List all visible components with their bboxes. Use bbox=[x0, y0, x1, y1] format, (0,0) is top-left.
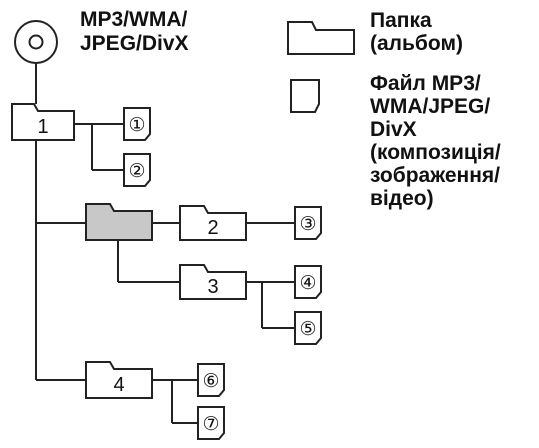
file-number: ⑤ bbox=[299, 318, 316, 340]
file-number: ① bbox=[128, 114, 145, 136]
legend-folder-icon bbox=[287, 21, 355, 55]
folder-icon bbox=[11, 103, 75, 141]
file-t5: ⑤ bbox=[294, 311, 322, 345]
file-icon bbox=[294, 206, 322, 240]
legend-folder-label: Папка (альбом) bbox=[370, 9, 463, 55]
file-icon bbox=[197, 406, 225, 440]
file-icon bbox=[294, 311, 322, 345]
folder-nodes: 1 2 3 4 bbox=[11, 103, 247, 399]
file-number: ⑥ bbox=[202, 370, 219, 392]
file-t6: ⑥ bbox=[197, 363, 225, 397]
folder-icon bbox=[85, 361, 153, 399]
file-icon bbox=[197, 363, 225, 397]
file-t2: ② bbox=[123, 153, 151, 187]
folder-label: 3 bbox=[207, 276, 218, 298]
file-t4: ④ bbox=[294, 265, 322, 299]
file-t7: ⑦ bbox=[197, 406, 225, 440]
file-t3: ③ bbox=[294, 206, 322, 240]
folder-f1: 1 bbox=[11, 103, 75, 141]
folder-icon bbox=[179, 205, 247, 241]
folder-icon bbox=[85, 203, 153, 241]
file-number: ③ bbox=[299, 213, 316, 235]
folder-f4: 4 bbox=[85, 361, 153, 399]
folder-label: 4 bbox=[113, 374, 124, 396]
folder-label: 1 bbox=[37, 116, 48, 138]
legend-file-label: Файл MP3/ WMA/JPEG/ DivX (композиція/ зо… bbox=[370, 72, 501, 210]
file-number: ④ bbox=[299, 272, 316, 294]
folder-f3: 3 bbox=[179, 264, 247, 300]
folder-icon bbox=[179, 264, 247, 300]
legend-file-icon bbox=[290, 79, 320, 113]
file-number: ⑦ bbox=[202, 413, 219, 435]
file-number: ② bbox=[128, 160, 145, 182]
disc-icon bbox=[14, 20, 58, 64]
file-icon bbox=[123, 107, 151, 141]
file-icon bbox=[294, 265, 322, 299]
file-nodes: ① ② ③ ④ ⑤ ⑥ ⑦ bbox=[123, 107, 322, 440]
tree-connectors bbox=[35, 63, 295, 424]
file-t1: ① bbox=[123, 107, 151, 141]
file-icon bbox=[123, 153, 151, 187]
folder-f2: 2 bbox=[179, 205, 247, 241]
folder-label: 2 bbox=[207, 217, 218, 239]
folder-froot bbox=[85, 203, 153, 241]
disc-label: MP3/WMA/JPEG/DivX bbox=[80, 8, 189, 55]
